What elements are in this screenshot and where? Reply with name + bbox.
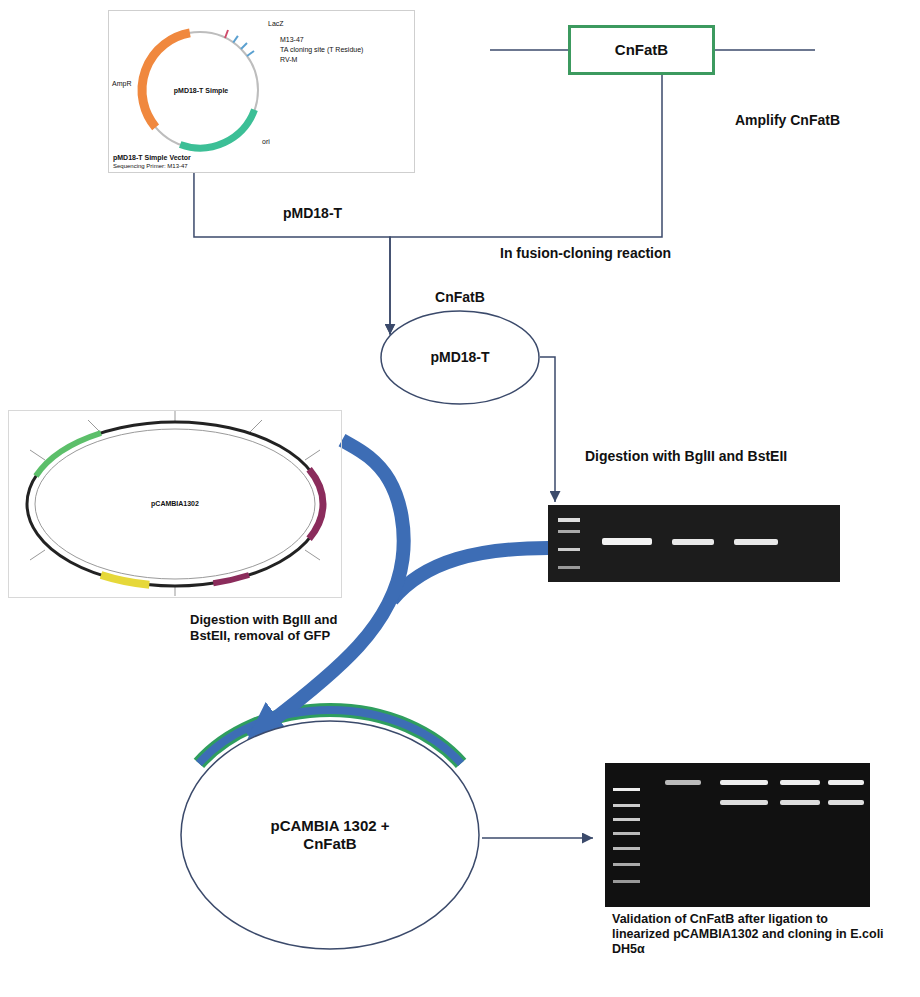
node-text: pMD18-T Simple — [174, 87, 228, 95]
text-holder: pMD18-T Simple — [174, 87, 228, 95]
feature-label: ori — [262, 138, 270, 146]
ladder-band — [558, 518, 580, 522]
ampr-arc — [142, 33, 190, 127]
gel-band — [720, 800, 768, 805]
step-label: Digestion with BglII and BstEII, removal… — [190, 612, 338, 643]
plasmid-ring — [142, 32, 258, 148]
gel-band — [780, 800, 820, 805]
feature-arc — [36, 433, 101, 476]
ladder-band — [613, 788, 640, 791]
vector-map-box: pMD18-T Simple — [108, 10, 415, 173]
feature-label: LacZ — [268, 20, 284, 28]
ladder-band — [558, 548, 580, 551]
feature-tick — [305, 450, 320, 460]
ellipse-outline — [181, 721, 479, 949]
step-label: Digestion with BglII and BstEII — [585, 448, 787, 465]
feature-tick — [30, 450, 45, 460]
site-tick — [241, 43, 247, 49]
site-tick — [233, 36, 238, 43]
feature-label: AmpR — [112, 80, 131, 88]
ladder-band — [613, 804, 640, 807]
node-text: pCAMBIA1302 — [151, 500, 199, 508]
ladder-band — [558, 530, 580, 533]
plasmid-map — [108, 10, 415, 173]
flow-connector — [390, 75, 662, 335]
ellipse-outline — [381, 311, 539, 404]
feature-arc — [309, 469, 323, 538]
gel-band — [828, 800, 864, 805]
vector-map-box: pCAMBIA1302 — [8, 410, 342, 598]
plasmid-circle: CnFatBpMD18-T — [380, 310, 540, 405]
gel-band — [828, 780, 864, 785]
feature-tick — [305, 550, 320, 560]
step-label: In fusion-cloning reaction — [500, 245, 671, 262]
feature-label: RV-M — [280, 56, 297, 64]
gel-ground — [605, 763, 870, 907]
feature-tick — [250, 420, 262, 432]
ladder-band — [613, 818, 640, 821]
ladder-band — [613, 880, 640, 883]
ladder-band — [558, 566, 580, 569]
ladder-band — [613, 847, 640, 850]
vector-map — [8, 410, 342, 598]
feature-tick — [88, 420, 100, 432]
flow-arrow — [482, 837, 593, 839]
ladder-band — [613, 863, 640, 866]
plasmid-circle: pCAMBIA 1302 + CnFatB — [180, 720, 480, 950]
flow-arrow — [540, 357, 555, 502]
feature-label: M13-47 — [280, 36, 304, 44]
heading-holder: CnFatB — [435, 289, 485, 306]
feature-tick — [175, 410, 176, 422]
gel-band — [734, 539, 778, 545]
vector-ring — [27, 422, 323, 586]
feature-arc — [213, 575, 249, 583]
merge-arrow-body — [392, 548, 548, 600]
ladder-band — [613, 832, 640, 835]
gel-band — [720, 780, 768, 785]
gel-band — [672, 539, 714, 545]
feature-label: TA cloning site (T Residue) — [280, 46, 363, 54]
gel-band — [602, 538, 652, 545]
step-label: Amplify CnFatB — [735, 112, 840, 129]
map-caption: Sequencing Primer: M13-47 — [113, 163, 188, 170]
gel-image — [548, 505, 840, 582]
node-heading: CnFatB — [435, 289, 485, 306]
curved-arrow — [250, 440, 404, 738]
node-text: pMD18-T — [430, 349, 489, 366]
gel-band — [665, 780, 701, 785]
map-ground — [108, 10, 415, 173]
gene-box: CnFatB — [568, 25, 715, 75]
gel-image — [605, 763, 870, 907]
feature-arc — [101, 575, 149, 585]
node-text: pCAMBIA 1302 + CnFatB — [270, 817, 390, 853]
step-label: pMD18-T — [283, 205, 342, 222]
feature-tick — [30, 550, 45, 560]
result-caption: Validation of CnFatB after ligation to l… — [612, 912, 884, 957]
site-tick — [225, 30, 228, 38]
map-ground — [8, 410, 342, 598]
map-caption: pMD18-T Simple Vector — [113, 154, 191, 162]
site-tick — [247, 51, 254, 56]
vector-ring-inner — [35, 429, 315, 579]
ori-arc — [180, 110, 254, 148]
gel-band — [780, 780, 820, 785]
node-text: CnFatB — [615, 41, 668, 59]
flow-connector — [194, 173, 390, 335]
gel-ground — [548, 505, 840, 582]
